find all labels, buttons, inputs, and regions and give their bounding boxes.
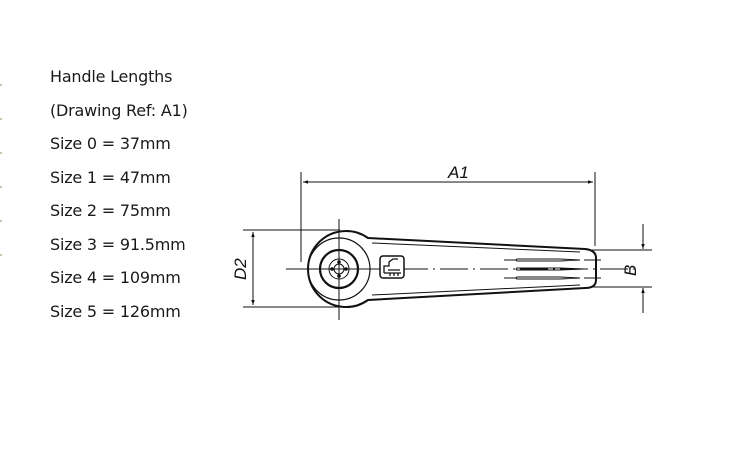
legend-subtitle: (Drawing Ref: A1): [50, 100, 188, 120]
edge-dot: [0, 220, 2, 222]
a1-label: A1: [447, 163, 469, 182]
edge-dot: [0, 186, 2, 188]
edge-markers: [0, 84, 2, 288]
size-1-length: Size 1 = 47mm: [50, 167, 171, 187]
center-lines: [286, 219, 640, 320]
size-5-length: Size 5 = 126mm: [50, 301, 181, 321]
handle-lengths-legend: Handle Lengths (Drawing Ref: A1) Size 0 …: [50, 64, 188, 332]
size-4-length: Size 4 = 109mm: [50, 268, 181, 287]
d2-label: D2: [231, 258, 250, 280]
legend-title: Handle Lengths: [50, 67, 173, 86]
edge-dot: [0, 254, 2, 256]
brand-logo-icon: [379, 255, 405, 279]
edge-dot: [0, 84, 2, 86]
size-3-length: Size 3 = 91.5mm: [50, 234, 186, 254]
b-dimension: [592, 224, 652, 313]
a1-dimension: [300, 172, 596, 262]
size-2-length: Size 2 = 75mm: [50, 201, 171, 220]
edge-dot: [0, 118, 2, 120]
tip-grooves: [504, 258, 601, 280]
b-label: B: [621, 265, 640, 276]
d2-dimension: [243, 229, 340, 308]
edge-dot: [0, 152, 2, 154]
size-0-length: Size 0 = 37mm: [50, 134, 171, 153]
